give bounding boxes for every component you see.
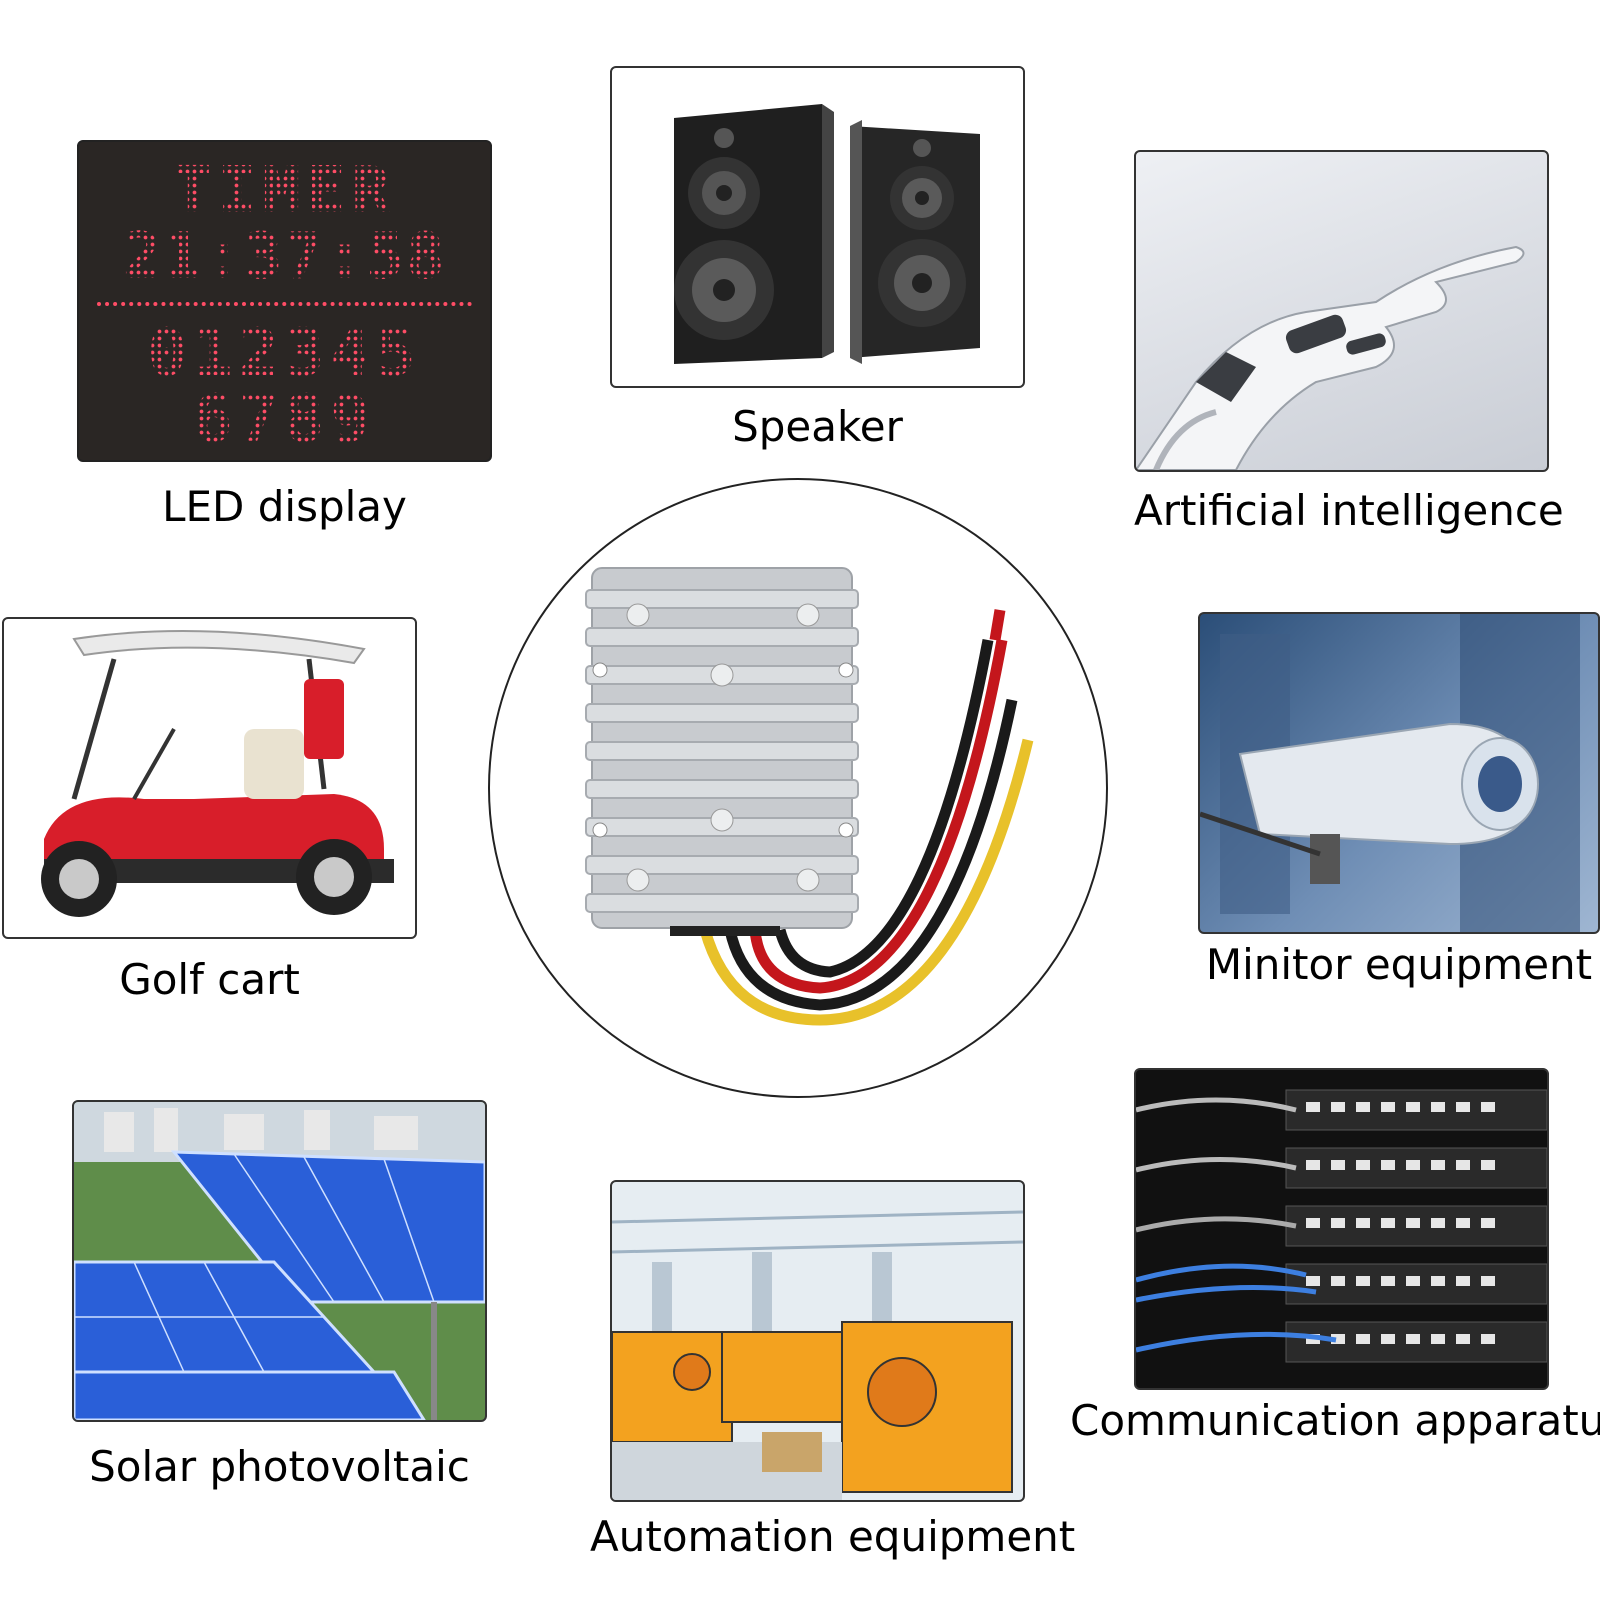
golf-cart-image xyxy=(2,617,417,939)
automation-equipment-image xyxy=(610,1180,1025,1502)
led-display-image: TIMER 21:37:58 012345 6789 xyxy=(77,140,492,462)
wire-yellow xyxy=(699,738,1034,1026)
solar-photovoltaic-image xyxy=(72,1100,487,1422)
speaker-left xyxy=(674,104,834,364)
wire-black xyxy=(724,698,1018,1011)
automation-equipment-caption: Automation equipment xyxy=(590,1512,1076,1561)
wire-black-2 xyxy=(774,638,994,978)
robot-hand-icon xyxy=(1136,245,1525,470)
network-ports xyxy=(1306,1102,1495,1344)
led-line-timer: TIMER xyxy=(79,154,490,228)
led-line-digits-b: 6789 xyxy=(79,380,490,457)
speaker-image xyxy=(610,66,1025,388)
led-line-digits-a: 012345 xyxy=(79,314,490,391)
golf-cart-caption: Golf cart xyxy=(119,955,300,1004)
solar-photovoltaic-caption: Solar photovoltaic xyxy=(89,1442,470,1491)
speaker-right xyxy=(850,120,980,364)
product-circle xyxy=(488,478,1108,1098)
solar-panel-icon xyxy=(170,1150,485,1304)
led-line-time: 21:37:58 xyxy=(79,220,490,294)
artificial-intelligence-caption: Artificial intelligence xyxy=(1134,486,1564,535)
monitor-equipment-caption: Minitor equipment xyxy=(1205,940,1593,989)
gear-icon xyxy=(867,1357,937,1427)
communication-apparatus-image xyxy=(1134,1068,1549,1390)
led-divider xyxy=(97,302,472,306)
wire-red xyxy=(749,639,1008,994)
artificial-intelligence-image xyxy=(1134,150,1549,472)
dc-converter-module xyxy=(585,567,1034,1026)
machine-enclosure xyxy=(612,1331,733,1443)
communication-apparatus-caption: Communication apparatus xyxy=(1070,1396,1600,1445)
speaker-caption: Speaker xyxy=(732,402,903,451)
monitor-equipment-image xyxy=(1198,612,1600,934)
led-display-caption: LED display xyxy=(162,482,407,531)
